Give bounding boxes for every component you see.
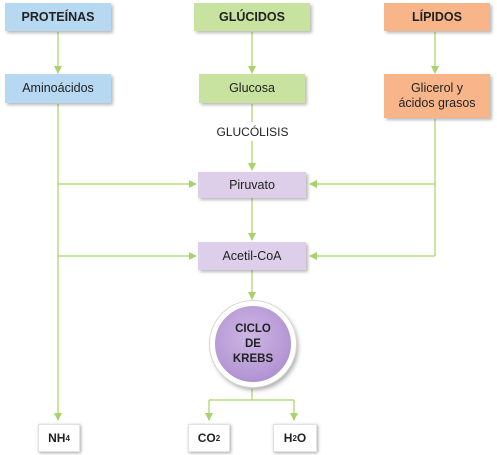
box-aminoacids: Aminoácidos: [5, 74, 111, 103]
product-h2o-sub: 2: [292, 433, 297, 443]
box-glucose: Glucosa: [199, 74, 305, 103]
box-pyruvate: Piruvato: [198, 172, 306, 198]
product-h2o-tail: O: [296, 430, 307, 445]
header-glucids: GLÚCIDOS: [194, 3, 310, 31]
product-co2-base: CO: [197, 430, 216, 445]
product-nh4-base: NH: [48, 430, 66, 445]
product-nh4-sub: 4: [65, 433, 70, 443]
header-proteins: PROTEÍNAS: [5, 3, 111, 31]
glycolysis-label: GLUCÓLISIS: [216, 125, 289, 139]
krebs-cycle-circle: CICLO DE KREBS: [210, 301, 296, 387]
product-h2o-base: H: [283, 430, 293, 445]
product-co2-sub: 2: [215, 433, 221, 443]
header-lipids: LÍPIDOS: [384, 3, 490, 31]
box-acetyl-coa: Acetil-CoA: [198, 242, 306, 270]
box-glycerol-fatty-acids: Glicerol y ácidos grasos: [384, 74, 490, 118]
